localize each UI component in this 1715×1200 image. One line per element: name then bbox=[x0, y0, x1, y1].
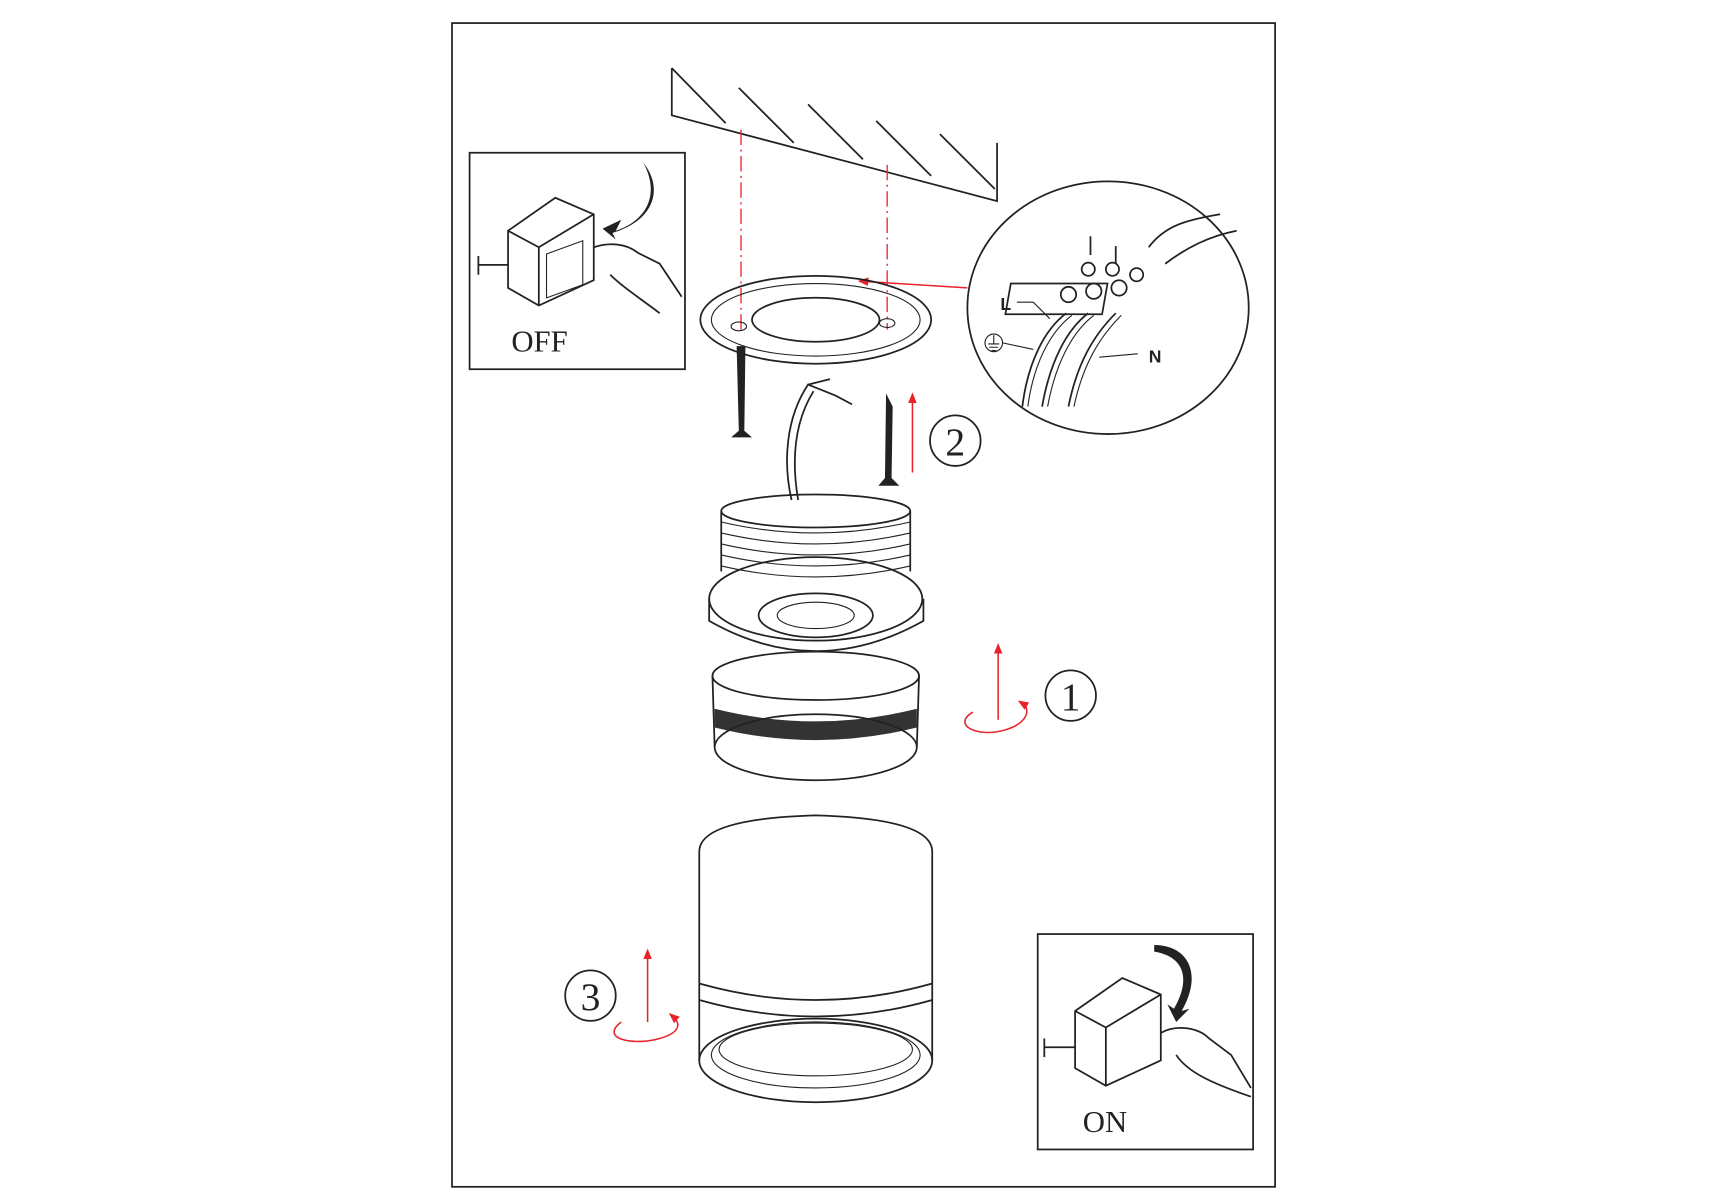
switch-on-panel: ON bbox=[1036, 933, 1254, 1151]
step-1-rotate-arrow bbox=[964, 642, 1030, 734]
step-2-marker: 2 bbox=[929, 414, 982, 467]
switch-off-panel: OFF bbox=[468, 151, 686, 371]
svg-text:2: 2 bbox=[945, 420, 965, 464]
page-frame bbox=[451, 22, 1276, 1188]
rotate-up-arrow-icon bbox=[1154, 945, 1192, 1022]
on-label: ON bbox=[1083, 1105, 1127, 1139]
screw-left bbox=[731, 346, 753, 438]
rotate-down-arrow-icon bbox=[602, 162, 654, 240]
mounting-plate bbox=[699, 274, 933, 365]
neutral-label: N bbox=[1149, 347, 1162, 367]
threaded-base bbox=[708, 493, 925, 652]
off-label: OFF bbox=[511, 325, 567, 359]
step-3-rotate-arrow bbox=[613, 948, 680, 1043]
screw-right bbox=[878, 393, 900, 486]
step-1-marker: 1 bbox=[1044, 669, 1097, 722]
live-label: L bbox=[1000, 294, 1011, 314]
svg-text:1: 1 bbox=[1061, 675, 1081, 719]
svg-text:3: 3 bbox=[581, 975, 601, 1019]
step-3-marker: 3 bbox=[564, 969, 617, 1022]
ground-icon bbox=[984, 333, 1034, 353]
led-module bbox=[711, 650, 920, 782]
wiring-detail-inset: L N bbox=[966, 180, 1250, 435]
cylinder-housing bbox=[698, 814, 934, 1104]
power-cable bbox=[786, 378, 853, 501]
ceiling-hatch bbox=[670, 67, 998, 203]
